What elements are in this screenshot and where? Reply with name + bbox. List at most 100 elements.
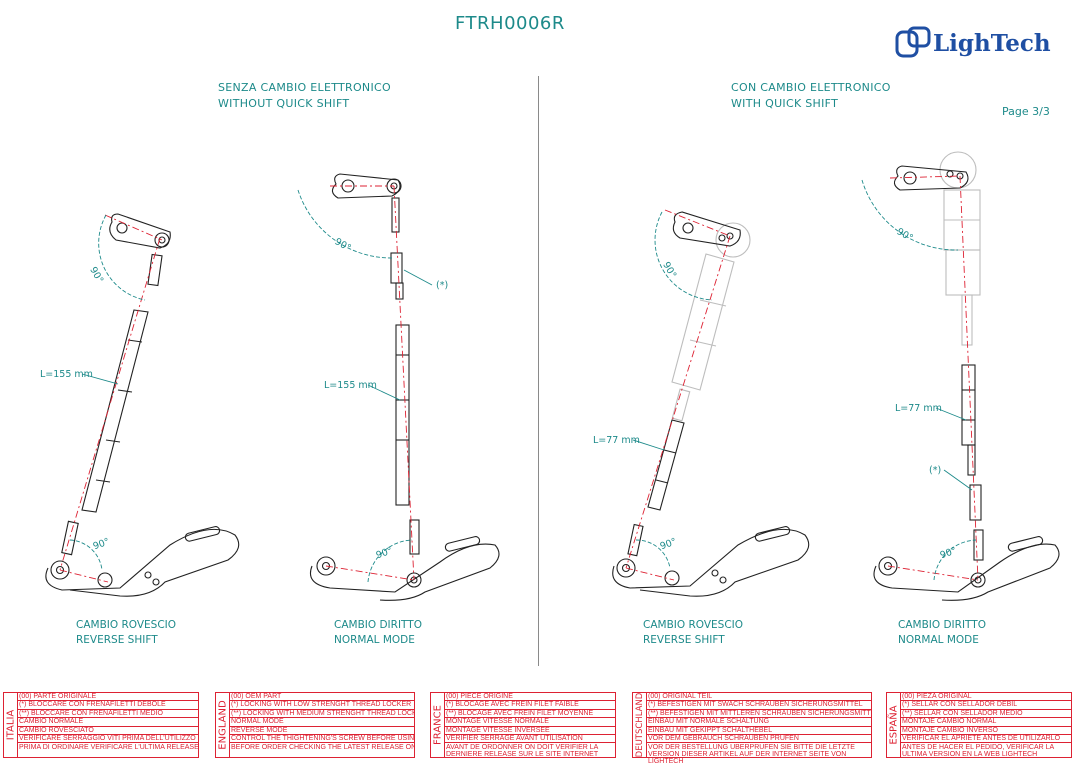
figure-3-caption: CAMBIO ROVESCIO REVERSE SHIFT bbox=[643, 618, 743, 648]
legend-row: (**) SELLAR CON SELLADOR MEDIO bbox=[901, 710, 1071, 719]
legend-row: VERIFICARE SERRAGGIO VITI PRIMA DELL'UTI… bbox=[18, 735, 198, 744]
note-label: (*) bbox=[929, 465, 941, 476]
caption-it: CAMBIO DIRITTO bbox=[898, 619, 986, 631]
length-label: L=77 mm bbox=[895, 403, 942, 414]
right-panel-title: CON CAMBIO ELETTRONICO WITH QUICK SHIFT bbox=[731, 80, 891, 112]
country-label: DEUTSCHLAND bbox=[634, 692, 645, 758]
page-number: Page 3/3 bbox=[1002, 105, 1050, 118]
legend-row: (*) BEFESTIGEN MIT SWACH SCHRAUBEN SICHE… bbox=[647, 701, 871, 710]
legend-row: MONTAJE CAMBIO INVERSO bbox=[901, 727, 1071, 736]
country-label: ITALIA bbox=[5, 709, 16, 741]
caption-en: REVERSE SHIFT bbox=[643, 634, 725, 646]
figure-1-reverse-shift bbox=[45, 213, 240, 597]
caption-en: REVERSE SHIFT bbox=[76, 634, 158, 646]
legend-row: EINBAU MIT GEKIPPT SCHALTHEBEL bbox=[647, 727, 871, 736]
legend-row: NORMAL MODE bbox=[230, 718, 414, 727]
legend-country: ENGLAND bbox=[216, 693, 230, 757]
logo-mark-icon bbox=[895, 26, 931, 58]
country-label: FRANCE bbox=[432, 705, 443, 745]
length-label: L=155 mm bbox=[40, 369, 93, 380]
legend-country: ESPAÑA bbox=[887, 693, 901, 757]
legend-france: FRANCE (00) PIECE ORIGINE (*) BLOCAGE AV… bbox=[430, 692, 616, 758]
figure-4-normal-mode-qs bbox=[861, 151, 1060, 601]
legend-row: CAMBIO ROVESCIATO bbox=[18, 727, 198, 736]
angle-label: 90° bbox=[939, 545, 959, 561]
legend-row: BEFORE ORDER CHECKING THE LATEST RELEASE… bbox=[231, 744, 414, 752]
legend-row: CONTROL THE THIGHTENING'S SCREW BEFORE U… bbox=[230, 735, 414, 744]
figure-4-caption: CAMBIO DIRITTO NORMAL MODE bbox=[898, 618, 986, 648]
legend-row: (*) BLOCCARE CON FRENAFILETTI DEBOLE bbox=[18, 701, 198, 710]
shift-linkage-drawing: .ln{fill:none;stroke:#222;stroke-width:1… bbox=[40, 151, 1060, 601]
angle-label: 90° bbox=[660, 260, 678, 280]
left-panel-title: SENZA CAMBIO ELETTRONICO WITHOUT QUICK S… bbox=[218, 80, 391, 112]
quick-shift-sensor-ghost bbox=[939, 151, 981, 346]
angle-label: 90° bbox=[92, 536, 112, 552]
caption-it: CAMBIO DIRITTO bbox=[334, 619, 422, 631]
legend-row: (00) PIECE ORIGINE bbox=[445, 693, 615, 702]
legend-row: (*) SELLAR CON SELLADOR DEBIL bbox=[901, 701, 1071, 710]
angle-label: 90° bbox=[333, 236, 353, 254]
legend-row: REVERSE MODE bbox=[230, 727, 414, 736]
legend-row: AVANT DE ORDONNER ON DOIT VERIFIER LA DE… bbox=[446, 744, 599, 759]
link-rod bbox=[961, 364, 984, 561]
right-title-en: WITH QUICK SHIFT bbox=[731, 97, 839, 110]
caption-it: CAMBIO ROVESCIO bbox=[76, 619, 177, 631]
upper-clevis bbox=[672, 211, 741, 247]
figure-1-caption: CAMBIO ROVESCIO REVERSE SHIFT bbox=[76, 618, 176, 648]
legend-row: (**) BLOCAGE AVEC FREIN FILET MOYENNE bbox=[445, 710, 615, 719]
shift-lever bbox=[873, 536, 1060, 601]
legend-country: ITALIA bbox=[4, 693, 18, 757]
legend-row: MONTAGE VITESSE NORMALE bbox=[445, 718, 615, 727]
panel-divider bbox=[538, 76, 539, 666]
link-rod bbox=[61, 253, 163, 556]
legend-row: (00) PIEZA ORIGINAL bbox=[901, 693, 1071, 702]
legend-row: CAMBIO NORMALE bbox=[18, 718, 198, 727]
brand-logo: LighTech bbox=[895, 26, 1057, 62]
legend-row: (**) BEFESTIGEN MIT MITTLEREN SCHRAUBEN … bbox=[647, 709, 871, 719]
left-title-en: WITHOUT QUICK SHIFT bbox=[218, 97, 350, 110]
legend-england: ENGLAND (00) OEM PART (*) LOCKING WITH L… bbox=[215, 692, 415, 758]
legend-row: (*) BLOCAGE AVEC FREIN FILET FAIBLE bbox=[445, 701, 615, 710]
angle-label: 90° bbox=[375, 545, 395, 561]
shift-lever bbox=[309, 536, 500, 601]
legend-row: VOR DEM GEBRAUCH SCHRAUBEN PRUFEN bbox=[647, 735, 871, 744]
caption-en: NORMAL MODE bbox=[898, 634, 979, 646]
brand-name: LighTech bbox=[933, 30, 1051, 57]
legend-italia: ITALIA (00) PARTE ORIGINALE (*) BLOCCARE… bbox=[3, 692, 199, 758]
figure-2-normal-mode bbox=[297, 173, 500, 601]
legend-country: DEUTSCHLAND bbox=[633, 693, 647, 757]
legend-deutschland: DEUTSCHLAND (00) ORIGINAL TEIL (*) BEFES… bbox=[632, 692, 872, 765]
upper-clevis bbox=[109, 213, 171, 249]
length-label: L=155 mm bbox=[324, 380, 377, 391]
legend-row: PRIMA DI ORDINARE VERIFICARE L'ULTIMA RE… bbox=[19, 744, 198, 752]
angle-label: 90° bbox=[895, 226, 915, 244]
link-rod bbox=[627, 419, 685, 557]
legend-row: (**) BLOCCARE CON FRENAFILETTI MEDIO bbox=[18, 710, 198, 719]
angle-label: 90° bbox=[659, 536, 679, 552]
legend-row: (**) LOCKING WITH MEDIUM STRENGHT THREAD… bbox=[230, 709, 414, 719]
legend-row: MONTAGE VITESSE INVERSEE bbox=[445, 727, 615, 736]
right-title-it: CON CAMBIO ELETTRONICO bbox=[731, 81, 891, 94]
legend-row: VERIFIER SERRAGE AVANT UTILISATION bbox=[445, 735, 615, 744]
shift-lever bbox=[612, 526, 810, 597]
legend-row: VERIFICAR EL APRIETE ANTES DE UTILIZARLO bbox=[901, 735, 1071, 744]
legend-row: MONTAJE CAMBIO NORMAL bbox=[901, 718, 1071, 727]
country-label: ESPAÑA bbox=[888, 705, 899, 745]
quick-shift-sensor-ghost bbox=[671, 222, 751, 422]
legend-row: (00) PARTE ORIGINALE bbox=[18, 693, 198, 702]
legend-row: (00) ORIGINAL TEIL bbox=[647, 693, 871, 702]
length-label: L=77 mm bbox=[593, 435, 640, 446]
legend-row: EINBAU MIT NORMALE SCHALTUNG bbox=[647, 718, 871, 727]
note-label: (*) bbox=[436, 280, 448, 291]
caption-it: CAMBIO ROVESCIO bbox=[643, 619, 744, 631]
legend-row: ANTES DE HACER EL PEDIDO, VERIFICAR LA U… bbox=[902, 744, 1054, 759]
legend-row: (*) LOCKING WITH LOW STRENGHT THREAD LOC… bbox=[230, 701, 414, 710]
figure-3-reverse-shift-qs bbox=[612, 209, 810, 597]
angle-label: 90° bbox=[87, 265, 105, 285]
legend-country: FRANCE bbox=[431, 693, 445, 757]
figure-2-caption: CAMBIO DIRITTO NORMAL MODE bbox=[334, 618, 422, 648]
document-code: FTRH0006R bbox=[455, 13, 565, 34]
legend-espana: ESPAÑA (00) PIEZA ORIGINAL (*) SELLAR CO… bbox=[886, 692, 1072, 758]
country-label: ENGLAND bbox=[217, 700, 228, 750]
caption-en: NORMAL MODE bbox=[334, 634, 415, 646]
